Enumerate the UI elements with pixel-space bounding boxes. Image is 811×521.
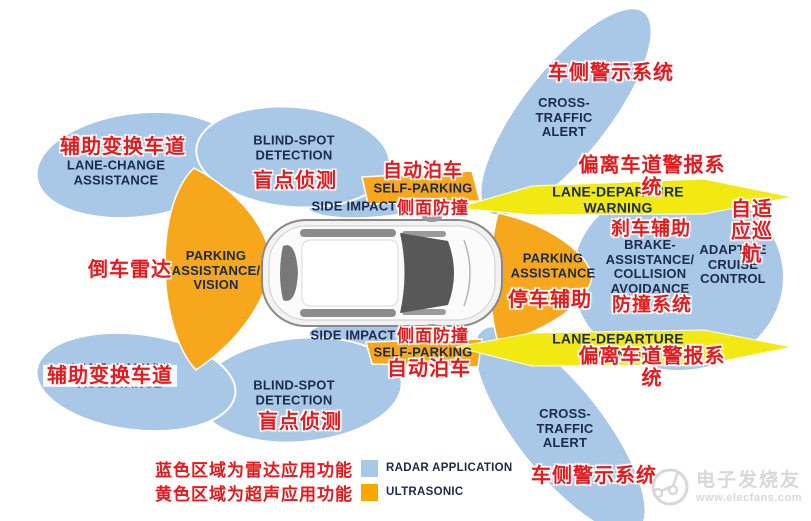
watermark-text: 电子发烧友 www.elecfans.com xyxy=(696,470,802,504)
label-parking-vision-en: PARKING ASSISTANCE/ VISION xyxy=(171,248,261,293)
label-cross-traffic-bottom-cn: 车侧警示系统 xyxy=(531,464,657,487)
legend-ultrasonic-cn: 黄色区域为超声应用功能 xyxy=(155,484,353,504)
label-lane-change-bottom-cn: 辅助变换车道 xyxy=(43,364,177,388)
label-side-impact-bottom-cn: 侧面防撞 xyxy=(397,326,469,346)
label-self-parking-bottom-en: SELF-PARKING xyxy=(373,344,473,360)
legend-ultrasonic-en: ULTRASONIC xyxy=(386,486,464,498)
label-blind-spot-bottom-en: BLIND-SPOT DETECTION xyxy=(253,377,335,407)
car-windshield xyxy=(400,233,454,313)
lane-departure-bands xyxy=(455,178,793,367)
label-side-impact-top-en: SIDE IMPACT xyxy=(311,198,397,214)
label-lane-change-top-en: LANE-CHANGE ASSISTANCE xyxy=(66,157,166,187)
radar-zone-cross-traffic-top xyxy=(479,7,653,217)
label-parking-vision-cn: 倒车雷达 xyxy=(88,258,172,281)
car-hood-line xyxy=(463,239,471,307)
car-side-window-top xyxy=(300,229,396,237)
ultrasonic-zone-rear-fan xyxy=(164,167,272,371)
label-self-parking-bottom-cn: 自动泊车 xyxy=(387,357,471,380)
ultrasonic-band-self-parking-bottom xyxy=(365,338,483,368)
label-cross-traffic-top-cn: 车侧警示系统 xyxy=(548,61,674,84)
legend-radar-swatch xyxy=(361,459,378,477)
ultrasonic-zones xyxy=(164,167,593,371)
car-mirror-bottom xyxy=(422,324,442,334)
car-side-window-bottom xyxy=(300,309,396,317)
car-rear-window xyxy=(280,245,298,301)
car-roof xyxy=(301,239,399,307)
label-lane-departure-top-cn: 偏离车道警报系统 xyxy=(578,154,726,199)
elecfans-logo-icon xyxy=(651,468,689,506)
label-self-parking-top-cn: 自动泊车 xyxy=(382,160,464,182)
label-brake-collision-en: BRAKE- ASSISTANCE/ COLLISION AVOIDANCE xyxy=(605,236,695,296)
label-blind-spot-top-en: BLIND-SPOT DETECTION xyxy=(253,132,335,162)
label-cross-traffic-top-en: CROSS- TRAFFIC ALERT xyxy=(535,95,593,140)
lane-departure-band-top xyxy=(455,178,793,216)
car-mirror-top xyxy=(422,212,442,222)
label-self-parking-top-en: SELF-PARKING xyxy=(373,180,473,196)
label-lane-change-top-cn: 辅助变换车道 xyxy=(60,135,186,158)
label-side-impact-top-cn: 侧面防撞 xyxy=(397,198,469,218)
label-lane-departure-top-en: LANE-DEPARTURE WARNING xyxy=(552,183,684,215)
lane-departure-band-bottom xyxy=(455,329,793,367)
label-brake-cn: 刹车辅助 xyxy=(610,218,692,240)
label-parking-assistance-en: PARKING ASSISTANCE xyxy=(510,250,596,280)
car-top-view xyxy=(261,212,503,334)
radar-zone-blind-spot-top xyxy=(195,105,391,209)
radar-zone-cross-traffic-bottom xyxy=(473,325,647,521)
label-cross-traffic-bottom-en: CROSS- TRAFFIC ALERT xyxy=(536,406,594,451)
label-blind-spot-bottom-cn: 盲点侦测 xyxy=(258,410,342,433)
label-parking-assistance-cn: 停车辅助 xyxy=(508,288,592,311)
legend-row-radar: 蓝色区域为雷达应用功能 RADAR APPLICATION xyxy=(155,458,513,480)
label-collision-cn: 防撞系统 xyxy=(611,294,693,316)
label-side-impact-bottom-en: SIDE IMPACT xyxy=(310,327,396,343)
label-adaptive-cruise-cn: 自适应巡航 xyxy=(731,198,773,266)
watermark-brand: 电子发烧友 xyxy=(696,469,802,491)
legend-radar-cn: 蓝色区域为雷达应用功能 xyxy=(155,460,353,480)
legend-ultrasonic-swatch xyxy=(361,483,378,501)
watermark-url: www.elecfans.com xyxy=(696,491,803,504)
label-lane-departure-bottom-cn: 偏离车道警报系统 xyxy=(578,345,726,390)
label-adaptive-cruise-en: ADAPTIVE CRUISE CONTROL xyxy=(699,242,767,287)
legend-row-ultrasonic: 黄色区域为超声应用功能 ULTRASONIC xyxy=(155,482,464,504)
label-lane-departure-bottom-en: LANE-DEPARTURE WARNING xyxy=(552,330,684,362)
watermark: 电子发烧友 www.elecfans.com xyxy=(648,466,802,508)
legend-radar-en: RADAR APPLICATION xyxy=(386,462,513,474)
label-blind-spot-top-cn: 盲点侦测 xyxy=(253,169,337,192)
